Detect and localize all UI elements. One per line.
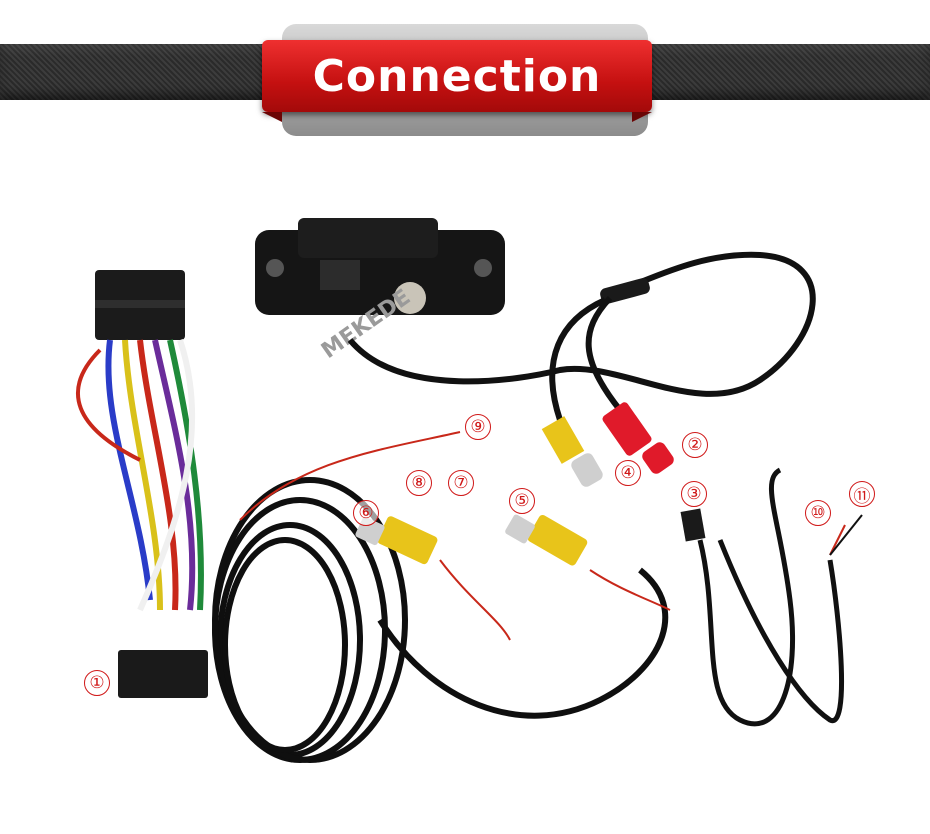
label-8: ⑧ <box>406 470 432 496</box>
label-2: ② <box>682 432 708 458</box>
label-6: ⑥ <box>353 500 379 526</box>
label-9: ⑨ <box>465 414 491 440</box>
label-1: ① <box>84 670 110 696</box>
iso-harness <box>75 270 208 698</box>
label-4: ④ <box>615 460 641 486</box>
label-10: ⑩ <box>805 500 831 526</box>
label-11: ⑪ <box>849 481 875 507</box>
extension-cable-coil <box>212 477 669 763</box>
label-3: ③ <box>681 481 707 507</box>
label-5: ⑤ <box>509 488 535 514</box>
banner-title: Connection <box>312 50 602 102</box>
rca-yellow-male-5 <box>505 514 588 566</box>
banner: Connection <box>262 40 652 122</box>
power-cable <box>680 467 845 727</box>
label-7: ⑦ <box>448 470 474 496</box>
rca-yellow-female <box>541 416 603 487</box>
rca-red-female <box>602 402 674 474</box>
product-photo: MEKEDE <box>75 218 863 763</box>
camera-module: MEKEDE <box>255 218 505 364</box>
